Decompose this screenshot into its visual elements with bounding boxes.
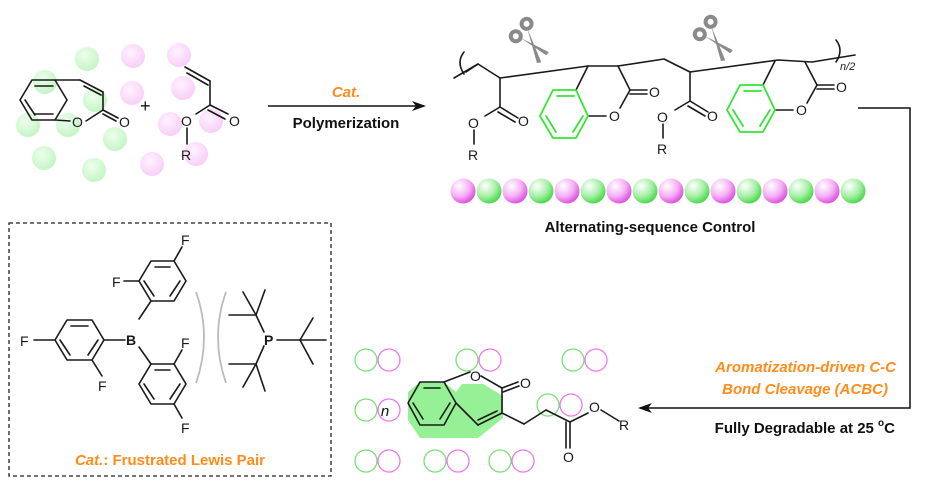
coumarin-structure: O O — [19, 79, 130, 130]
atom-o: O — [229, 113, 240, 129]
scissors-icon — [692, 14, 733, 61]
pink-bead — [167, 43, 191, 67]
atom-o: O — [657, 109, 668, 125]
scissors-icon — [508, 16, 549, 63]
atom-o: O — [796, 102, 807, 118]
atom-o: O — [836, 79, 847, 95]
boron-atom: B — [126, 332, 136, 348]
atom-o: O — [119, 114, 130, 130]
pink-bead — [140, 152, 164, 176]
green-sequence-bead — [476, 178, 502, 204]
plus-sign: + — [140, 96, 151, 116]
green-sequence-bead — [580, 178, 606, 204]
acbc-label-line2: Bond Cleavage (ACBC) — [722, 381, 888, 398]
acbc-label-line1: Aromatization-driven C-C — [714, 359, 897, 376]
acrylate-structure: O O R — [181, 66, 240, 163]
atom-o: O — [649, 84, 660, 100]
atom-o: O — [609, 108, 620, 124]
atom-o: O — [181, 113, 192, 129]
pink-sequence-bead — [606, 178, 632, 204]
polymerization-arrow: Cat. Polymerization — [268, 84, 426, 132]
fluorine-atom: F — [181, 335, 190, 351]
green-bead — [16, 113, 40, 137]
green-bead — [32, 146, 56, 170]
phosphorus-atom: P — [264, 332, 273, 348]
pink-bead — [158, 112, 182, 136]
atom-r: R — [468, 147, 478, 163]
green-sequence-bead — [788, 178, 814, 204]
green-bead — [56, 113, 80, 137]
atom-o: O — [470, 368, 481, 384]
pink-sequence-bead — [450, 178, 476, 204]
pink-sequence-bead — [814, 178, 840, 204]
pink-sequence-bead — [554, 178, 580, 204]
polymerization-label: Polymerization — [293, 115, 400, 132]
pink-sequence-bead — [502, 178, 528, 204]
atom-o: O — [518, 113, 529, 129]
green-sequence-bead — [528, 178, 554, 204]
product-coumarin-structure: O O O O R — [407, 368, 629, 465]
pink-bead — [199, 109, 223, 133]
atom-o: O — [468, 115, 479, 131]
atom-o: O — [72, 114, 83, 130]
fluorine-atom: F — [112, 274, 121, 290]
atom-o: O — [707, 108, 718, 124]
pink-bead — [184, 142, 208, 166]
product-multiplier: n — [381, 403, 389, 420]
atom-r: R — [657, 141, 667, 157]
atom-r: R — [181, 147, 191, 163]
green-sequence-bead — [632, 178, 658, 204]
fluorine-atom: F — [20, 333, 29, 349]
pink-bead — [171, 76, 195, 100]
degradation-condition: Fully Degradable at 25 oC — [715, 418, 896, 437]
atom-r: R — [619, 417, 629, 433]
catalyst-box: F F B F F F F P — [8, 222, 332, 477]
fluorine-atom: F — [98, 378, 107, 394]
atom-o: O — [563, 449, 574, 465]
green-sequence-bead — [684, 178, 710, 204]
pink-sequence-bead — [658, 178, 684, 204]
fluorine-atom: F — [181, 232, 190, 248]
repeat-subscript: n/2 — [840, 61, 855, 73]
pink-bead — [121, 44, 145, 68]
pink-bead — [120, 81, 144, 105]
catalyst-caption: Cat.: Frustrated Lewis Pair — [75, 452, 265, 469]
green-sequence-bead — [840, 178, 866, 204]
green-bead — [75, 47, 99, 71]
pink-sequence-bead — [762, 178, 788, 204]
alternating-sequence-beads — [450, 178, 866, 204]
atom-o: O — [589, 399, 600, 415]
catalyst-label: Cat. — [332, 84, 360, 101]
green-bead — [83, 88, 107, 112]
polymer-structure: O O R O O O O R O O — [453, 39, 856, 163]
alternating-sequence-label: Alternating-sequence Control — [545, 219, 756, 236]
green-bead — [82, 158, 106, 182]
pink-sequence-bead — [710, 178, 736, 204]
fluorine-atom: F — [181, 420, 190, 436]
monomer-beads-background — [16, 43, 223, 182]
green-bead — [103, 127, 127, 151]
degradation-arrow: Aromatization-driven C-C Bond Cleavage (… — [638, 107, 911, 437]
green-bead — [33, 70, 57, 94]
degraded-beads — [354, 348, 608, 473]
atom-o: O — [520, 375, 531, 391]
green-sequence-bead — [736, 178, 762, 204]
